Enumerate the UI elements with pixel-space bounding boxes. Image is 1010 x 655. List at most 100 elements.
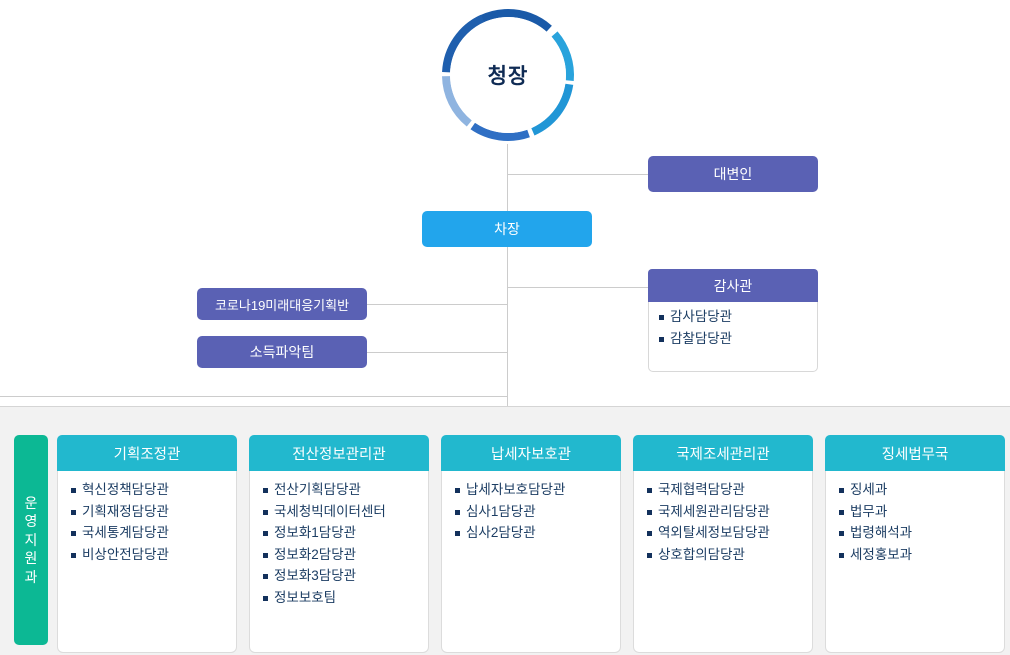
list-item[interactable]: 비상안전담당관 [71,546,236,562]
list-item-label: 세정홍보과 [850,546,913,562]
bullet-icon [455,531,460,536]
list-item-label: 법무과 [850,503,888,519]
bullet-icon [659,315,664,320]
bullet-icon [839,531,844,536]
connector-to-audit [507,287,648,288]
income-assessment-team-box[interactable]: 소득파악팀 [197,336,367,368]
bullet-icon [647,552,652,558]
list-item-label: 상호합의담당관 [658,546,745,562]
spokesperson-box[interactable]: 대변인 [648,156,818,192]
list-item[interactable]: 전산기획담당관 [263,483,428,497]
list-item[interactable]: 심사1담당관 [455,503,620,519]
audit-officer-card[interactable]: 감사관 감사담당관 감찰담당관 [648,269,818,372]
bullet-icon [263,595,268,601]
bottom-departments-panel: 운영지원과 기획조정관 혁신정책담당관 기획재정담당관 국세통계담당관 [0,406,1010,655]
list-item[interactable]: 역외탈세정보담당관 [647,526,812,540]
bullet-icon [71,531,76,536]
list-item[interactable]: 국세통계담당관 [71,526,236,540]
support-office-bar[interactable]: 운영지원과 [14,435,48,645]
department-list: 국제협력담당관 국제세원관리담당관 역외탈세정보담당관 상호합의담당관 [634,471,812,561]
department-list: 납세자보호담당관 심사1담당관 심사2담당관 [442,471,620,540]
list-item[interactable]: 상호합의담당관 [647,546,812,562]
department-title: 국제조세관리관 [633,435,813,471]
covid-response-team-box[interactable]: 코로나19미래대응기획반 [197,288,367,320]
list-item-label: 정보보호팀 [274,589,337,605]
commissioner-label: 청장 [487,65,529,88]
list-item-label: 혁신정책담당관 [82,482,169,497]
bullet-icon [263,552,268,558]
connector-bottom-rail [0,396,507,397]
department-title: 납세자보호관 [441,435,621,471]
connector-commissioner-to-deputy [507,144,508,211]
list-item-label: 정보화2담당관 [274,546,357,562]
list-item[interactable]: 정보화3담당관 [263,569,428,583]
bullet-icon [455,509,460,515]
list-item-label: 정보화3담당관 [274,568,357,583]
list-item[interactable]: 국세청빅데이터센터 [263,503,428,519]
department-list: 혁신정책담당관 기획재정담당관 국세통계담당관 비상안전담당관 [58,471,236,561]
list-item-label: 심사2담당관 [466,525,536,540]
list-item[interactable]: 정보화2담당관 [263,546,428,562]
department-column-collection-legal[interactable]: 징세법무국 징세과 법무과 법령해석과 세정홍보과 [825,435,1005,653]
audit-officer-title: 감사관 [648,269,818,302]
bullet-icon [839,488,844,493]
list-item[interactable]: 정보보호팀 [263,589,428,605]
bullet-icon [263,531,268,536]
list-item-label: 역외탈세정보담당관 [658,525,770,540]
list-item[interactable]: 심사2담당관 [455,526,620,540]
connector-to-income-team [367,352,507,353]
list-item[interactable]: 혁신정책담당관 [71,483,236,497]
list-item[interactable]: 납세자보호담당관 [455,483,620,497]
department-list: 전산기획담당관 국세청빅데이터센터 정보화1담당관 정보화2담당관 정보화3담당… [250,471,428,604]
list-item[interactable]: 기획재정담당관 [71,503,236,519]
list-item-label: 국세청빅데이터센터 [274,503,386,519]
bullet-icon [71,509,76,515]
list-item-label: 전산기획담당관 [274,482,361,497]
connector-to-covid-team [367,304,507,305]
list-item[interactable]: 법무과 [839,503,1004,519]
support-office-label: 운영지원과 [24,494,38,585]
bullet-icon [647,509,652,515]
commissioner-node[interactable]: 청장 [439,6,577,144]
department-title: 기획조정관 [57,435,237,471]
department-title: 전산정보관리관 [249,435,429,471]
bullet-icon [647,488,652,493]
list-item-label: 감찰담당관 [670,330,733,346]
list-item-label: 감사담당관 [670,309,733,324]
department-column-taxpayer-protection[interactable]: 납세자보호관 납세자보호담당관 심사1담당관 심사2담당관 [441,435,621,653]
list-item-label: 국제협력담당관 [658,482,745,497]
list-item-label: 기획재정담당관 [82,503,169,519]
list-item[interactable]: 감사담당관 [659,310,817,324]
bullet-icon [839,552,844,558]
list-item[interactable]: 징세과 [839,483,1004,497]
list-item[interactable]: 세정홍보과 [839,546,1004,562]
department-column-planning[interactable]: 기획조정관 혁신정책담당관 기획재정담당관 국세통계담당관 비상안전담당관 [57,435,237,653]
connector-deputy-down [507,247,508,406]
deputy-commissioner-box[interactable]: 차장 [422,211,592,247]
list-item-label: 법령해석과 [850,525,913,540]
bullet-icon [71,552,76,558]
list-item-label: 비상안전담당관 [82,546,169,562]
bullet-icon [455,488,460,493]
bullet-icon [71,488,76,493]
list-item-label: 심사1담당관 [466,503,536,519]
department-column-international-tax[interactable]: 국제조세관리관 국제협력담당관 국제세원관리담당관 역외탈세정보담당관 상호합의… [633,435,813,653]
list-item[interactable]: 국제협력담당관 [647,483,812,497]
bullet-icon [263,488,268,493]
list-item[interactable]: 감찰담당관 [659,330,817,346]
bullet-icon [839,509,844,515]
commissioner-ring-icon [442,8,574,141]
department-list: 징세과 법무과 법령해석과 세정홍보과 [826,471,1004,561]
list-item[interactable]: 정보화1담당관 [263,526,428,540]
list-item-label: 납세자보호담당관 [466,482,566,497]
list-item-label: 국세통계담당관 [82,525,169,540]
audit-officer-list: 감사담당관 감찰담당관 [649,302,817,345]
department-title: 징세법무국 [825,435,1005,471]
list-item-label: 국제세원관리담당관 [658,503,770,519]
bullet-icon [263,574,268,579]
department-column-it-management[interactable]: 전산정보관리관 전산기획담당관 국세청빅데이터센터 정보화1담당관 정보화2담당… [249,435,429,653]
list-item[interactable]: 법령해석과 [839,526,1004,540]
list-item[interactable]: 국제세원관리담당관 [647,503,812,519]
bullet-icon [263,509,268,515]
